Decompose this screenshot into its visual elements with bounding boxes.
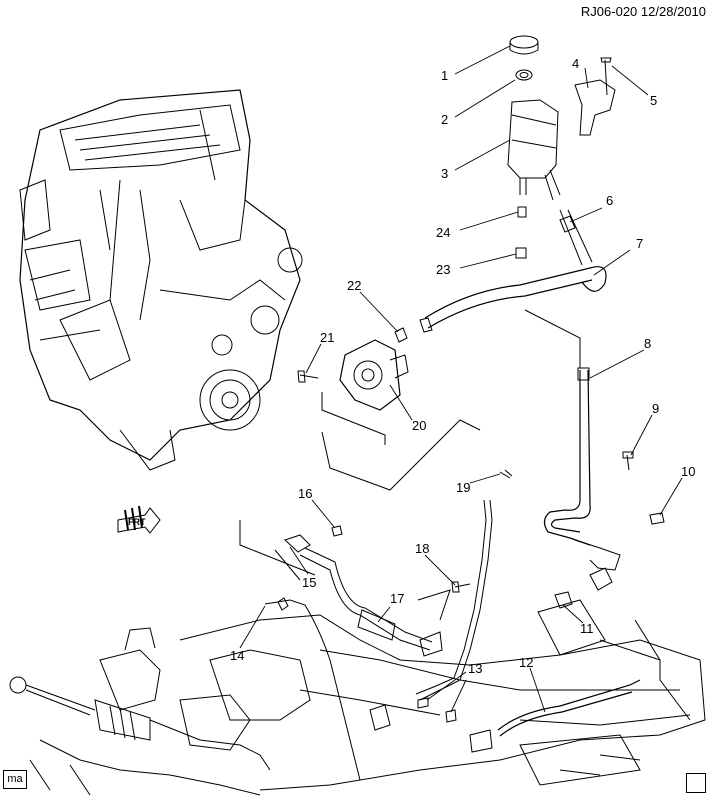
- bolt-9: [622, 451, 634, 471]
- callout-7: 7: [636, 236, 643, 251]
- bolt-13a: [417, 697, 429, 709]
- callout-24: 24: [436, 225, 450, 240]
- callout-6: 6: [606, 193, 613, 208]
- callout-13: 13: [468, 661, 482, 676]
- clamp-23: [515, 247, 527, 259]
- callout-22: 22: [347, 278, 361, 293]
- corner-label: ma: [3, 770, 27, 789]
- callout-10: 10: [681, 464, 695, 479]
- callout-9: 9: [652, 401, 659, 416]
- front-arrow-label: FRT: [128, 517, 146, 527]
- callout-15: 15: [302, 575, 316, 590]
- callout-17: 17: [390, 591, 404, 606]
- pressure-hose: [543, 369, 591, 546]
- callout-2: 2: [441, 112, 448, 127]
- power-steering-pump: [339, 339, 409, 411]
- callout-16: 16: [298, 486, 312, 501]
- subframe: [179, 614, 706, 791]
- diagram-date: 12/28/2010: [640, 4, 706, 19]
- bolt-16: [331, 525, 343, 537]
- diagram-header: RJ06-020 12/28/2010: [538, 4, 706, 19]
- hose-14: [264, 599, 361, 781]
- callout-18: 18: [415, 541, 429, 556]
- return-hose: [424, 266, 607, 329]
- callout-3: 3: [441, 166, 448, 181]
- reservoir-cap: [509, 35, 539, 49]
- pressure-pipe-17: [299, 547, 433, 651]
- clamp-bracket: [589, 567, 613, 591]
- hose-24: [517, 206, 527, 218]
- bracket-15: [284, 534, 311, 553]
- bolt-5: [600, 57, 612, 96]
- callout-12: 12: [519, 655, 533, 670]
- cooler-hose-12: [497, 679, 641, 737]
- callout-21: 21: [320, 330, 334, 345]
- steering-gear: [9, 627, 271, 796]
- callout-14: 14: [230, 648, 244, 663]
- callout-23: 23: [436, 262, 450, 277]
- cap-seal: [515, 69, 533, 81]
- clip-11: [554, 591, 573, 609]
- clamp-6: [559, 215, 576, 233]
- callout-1: 1: [441, 68, 448, 83]
- diagram-code: RJ06-020: [580, 4, 638, 19]
- bolt-21: [297, 370, 319, 383]
- engine-assembly: [19, 89, 303, 471]
- callout-5: 5: [650, 93, 657, 108]
- nut-10: [649, 512, 665, 525]
- gm-spo-logo: [686, 773, 706, 793]
- callout-19: 19: [456, 480, 470, 495]
- reservoir-bracket: [574, 79, 616, 136]
- bolt-18: [451, 581, 471, 593]
- reservoir: [507, 99, 559, 179]
- callout-11: 11: [580, 621, 594, 636]
- clip-22: [394, 327, 408, 343]
- callout-20: 20: [412, 418, 426, 433]
- callout-4: 4: [572, 56, 579, 71]
- front-arrow: [117, 505, 161, 534]
- callout-8: 8: [644, 336, 651, 351]
